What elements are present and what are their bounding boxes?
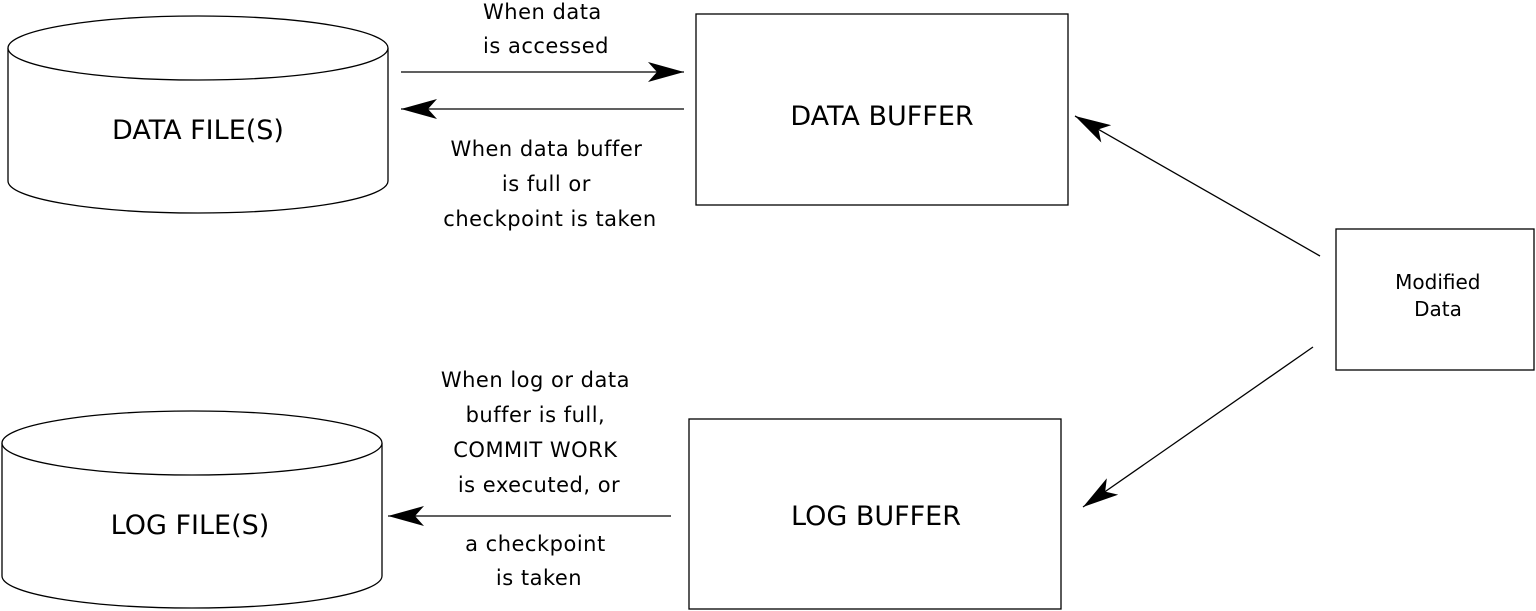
modified-data-box: Modified Data bbox=[1335, 228, 1535, 371]
log-arrow-line-3: COMMIT WORK bbox=[453, 438, 618, 462]
log-arrow-line-5: a checkpoint bbox=[465, 532, 606, 556]
data-file-cylinder: DATA FILE(S) bbox=[7, 15, 389, 214]
modified-data-line-2: Data bbox=[1414, 297, 1462, 321]
log-arrow-label-above: When log or data buffer is full, COMMIT … bbox=[441, 368, 637, 497]
modified-data-line-1: Modified bbox=[1395, 270, 1480, 294]
read-arrow-label: When data is accessed bbox=[483, 0, 609, 58]
data-buffer-box: DATA BUFFER bbox=[695, 13, 1069, 206]
write-arrow-line-2: is full or bbox=[502, 172, 591, 196]
modified-data-label: Modified Data bbox=[1395, 270, 1487, 321]
log-arrow-line-6: is taken bbox=[496, 566, 582, 590]
log-arrow-line-2: buffer is full, bbox=[466, 403, 606, 427]
log-arrow-label-below: a checkpoint is taken bbox=[465, 532, 613, 590]
data-file-label: DATA FILE(S) bbox=[112, 115, 284, 146]
log-buffer-label: LOG BUFFER bbox=[791, 501, 961, 532]
write-arrow-line-3: checkpoint is taken bbox=[443, 207, 656, 231]
read-arrow-line-1: When data bbox=[483, 0, 602, 24]
modified-to-data-buffer-arrow bbox=[1074, 115, 1321, 257]
log-buffer-box: LOG BUFFER bbox=[688, 418, 1062, 610]
read-arrow-line-2: is accessed bbox=[483, 34, 609, 58]
log-arrow-line-4: is executed, or bbox=[458, 473, 620, 497]
log-file-cylinder: LOG FILE(S) bbox=[1, 410, 383, 609]
write-arrow-label: When data buffer is full or checkpoint i… bbox=[443, 137, 656, 231]
log-arrow-line-1: When log or data bbox=[441, 368, 630, 392]
modified-to-log-buffer-arrow bbox=[1082, 346, 1314, 508]
data-buffer-label: DATA BUFFER bbox=[790, 101, 973, 132]
write-arrow-line-1: When data buffer bbox=[450, 137, 642, 161]
log-file-label: LOG FILE(S) bbox=[111, 510, 270, 541]
